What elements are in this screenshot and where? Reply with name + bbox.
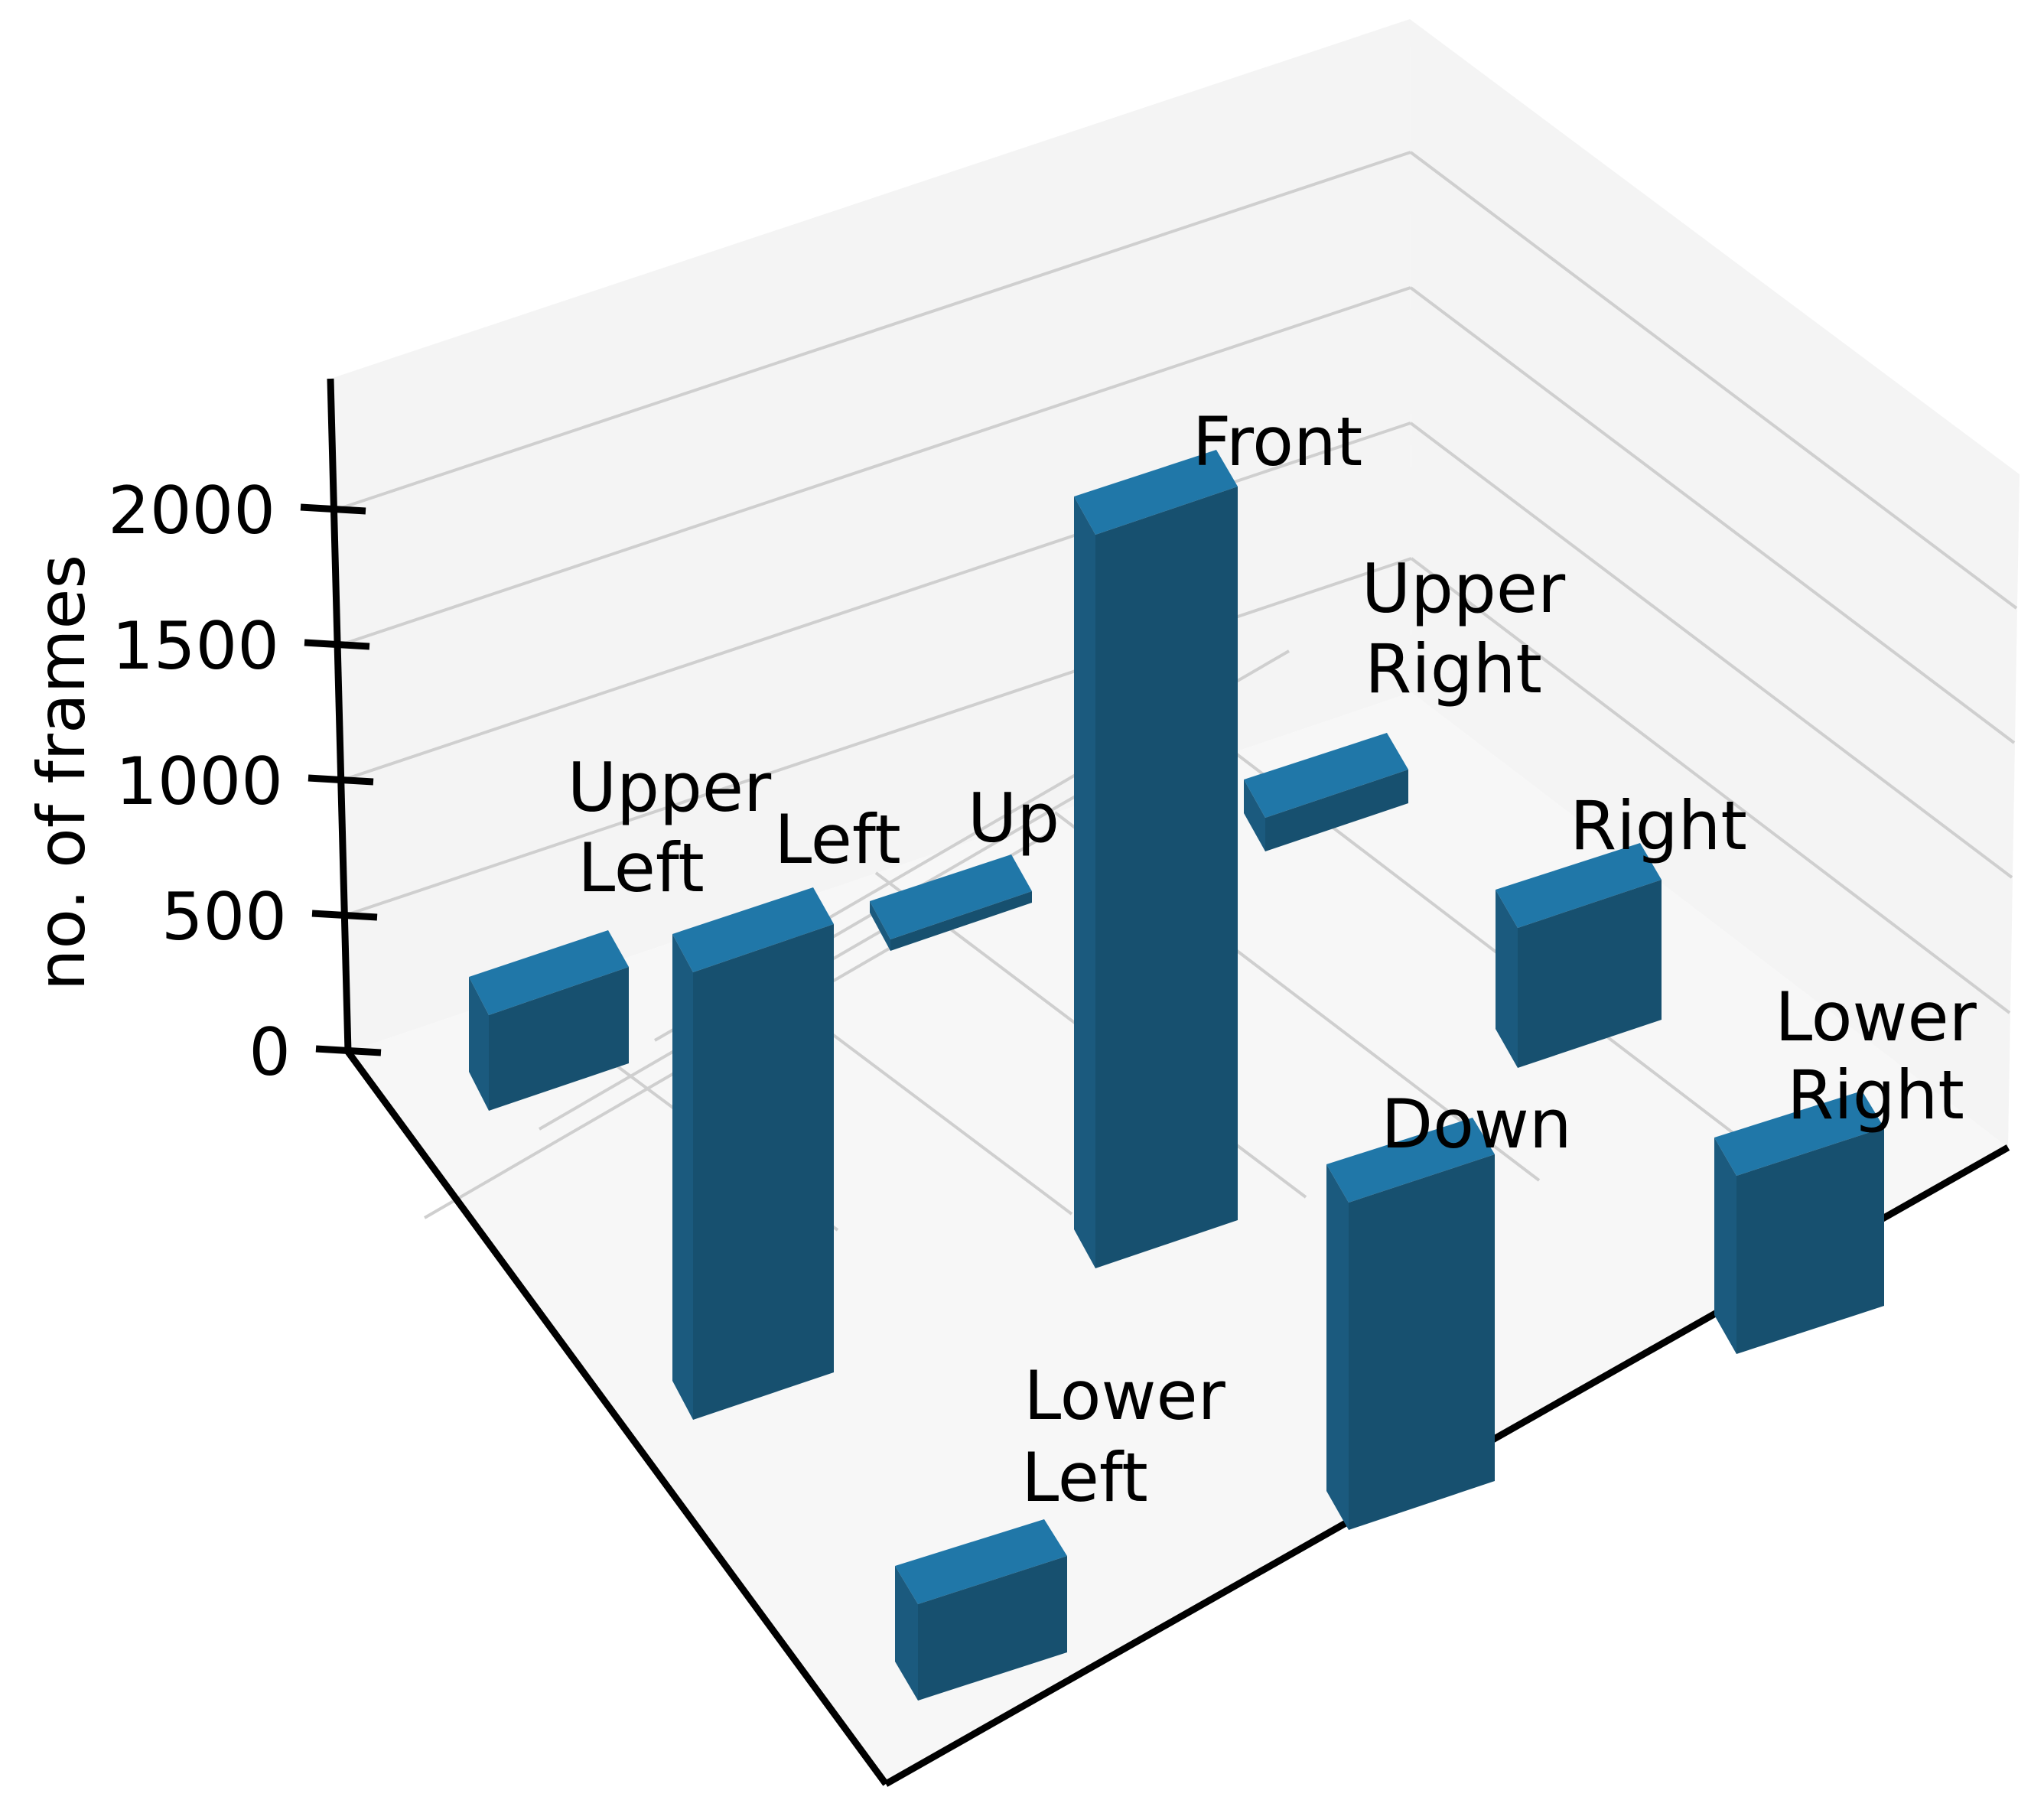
bar-lower-left[interactable] (895, 1519, 1067, 1701)
bar-right-side (1518, 880, 1662, 1068)
bar-lower-right-side (1736, 1128, 1884, 1354)
bar-up-top (870, 854, 1032, 939)
category-label-upper-left-line2: Left (578, 828, 705, 907)
bar-upper-right-side (1265, 770, 1408, 851)
pane-left-wall (330, 19, 1411, 1052)
category-label-lower-left-line2: Left (1021, 1438, 1148, 1517)
bar-upper-left-front (469, 977, 489, 1111)
z-tick-2000 (300, 503, 366, 515)
gridline-z-1000-right (1409, 422, 2013, 879)
bar-right[interactable] (1496, 843, 1662, 1068)
gridline-z-1500-right (1409, 286, 2016, 744)
bar-up-front (870, 901, 890, 951)
z-tick-0 (315, 1045, 382, 1056)
category-label-up: Up (968, 779, 1059, 858)
bar-left-top (672, 887, 834, 972)
z-axis-spine (327, 378, 352, 1053)
category-label-upper-right: Upper Right (1362, 549, 1566, 708)
gridline-z-2000-right (1409, 151, 2018, 610)
z-tick-labels: 2000 1500 1000 500 0 (108, 473, 291, 1091)
category-label-lower-left-line1: Lower (1024, 1356, 1225, 1435)
gridline-z-1500-left (342, 286, 1411, 646)
category-label-front: Front (1193, 402, 1363, 481)
bar-lower-left-side (918, 1556, 1067, 1701)
axis-floor-left (345, 1050, 889, 1786)
bar-down-top (1326, 1118, 1495, 1203)
category-label-right: Right (1570, 786, 1747, 865)
category-label-upper-right-line1: Upper (1362, 549, 1566, 628)
category-label-left: Left (774, 800, 901, 879)
z-tick-label-0: 0 (249, 1014, 291, 1091)
bar-lower-right-top (1714, 1091, 1884, 1176)
category-label-upper-right-line2: Right (1365, 630, 1542, 708)
z-tick-1000 (308, 774, 374, 786)
bar-front-side (1095, 487, 1238, 1268)
bar-front-front (1074, 496, 1095, 1268)
bar-right-top (1496, 843, 1662, 928)
bar-front-top (1074, 450, 1238, 535)
z-tick-label-1000: 1000 (116, 744, 283, 820)
gridline-z-2000-left (338, 151, 1411, 510)
bar-down-front (1326, 1164, 1349, 1530)
z-tick-label-1500: 1500 (112, 608, 279, 685)
category-label-lower-left: Lower Left (1021, 1356, 1225, 1517)
bar-upper-right-front (1244, 780, 1265, 851)
bar-lower-left-top (895, 1519, 1067, 1604)
bar-upper-right[interactable] (1244, 733, 1408, 851)
bar-upper-left-top (469, 930, 629, 1015)
category-label-lower-right: Lower Right (1775, 978, 1977, 1134)
z-tick-label-2000: 2000 (108, 473, 275, 549)
z-axis-ticks (300, 503, 382, 1056)
bar-upper-right-top (1244, 733, 1408, 818)
bar-right-front (1496, 890, 1518, 1068)
bar-upper-left[interactable] (469, 930, 629, 1111)
bar-upper-left-side (489, 967, 629, 1111)
category-labels: Upper Left Left Up Front Upper Right Rig… (568, 402, 1977, 1517)
bar-lower-right[interactable] (1714, 1091, 1884, 1354)
bar-lower-left-front (895, 1566, 918, 1701)
z-axis: 2000 1500 1000 500 0 no. of frames (24, 378, 382, 1091)
bar-left[interactable] (672, 887, 834, 1420)
gridline-z-500-right (1410, 557, 2011, 1014)
bar-left-front (672, 934, 693, 1420)
z-tick-1500 (304, 639, 370, 650)
category-label-lower-right-line2: Right (1787, 1056, 1964, 1134)
bar-up[interactable] (870, 854, 1032, 951)
category-label-lower-right-line1: Lower (1775, 978, 1977, 1056)
bar-down-side (1349, 1154, 1495, 1530)
z-axis-title: no. of frames (24, 555, 100, 991)
category-label-upper-left-line1: Upper (568, 748, 772, 827)
category-label-down: Down (1381, 1085, 1571, 1164)
z-tick-label-500: 500 (161, 879, 287, 955)
bar-left-side (693, 924, 834, 1420)
category-label-upper-left: Upper Left (568, 748, 772, 907)
bar-lower-right-front (1714, 1138, 1736, 1354)
bar-front[interactable] (1074, 450, 1238, 1268)
bar-down[interactable] (1326, 1118, 1495, 1530)
z-tick-500 (311, 910, 378, 921)
pane-right-wall (1410, 19, 2020, 1147)
bar-up-side (890, 891, 1032, 951)
